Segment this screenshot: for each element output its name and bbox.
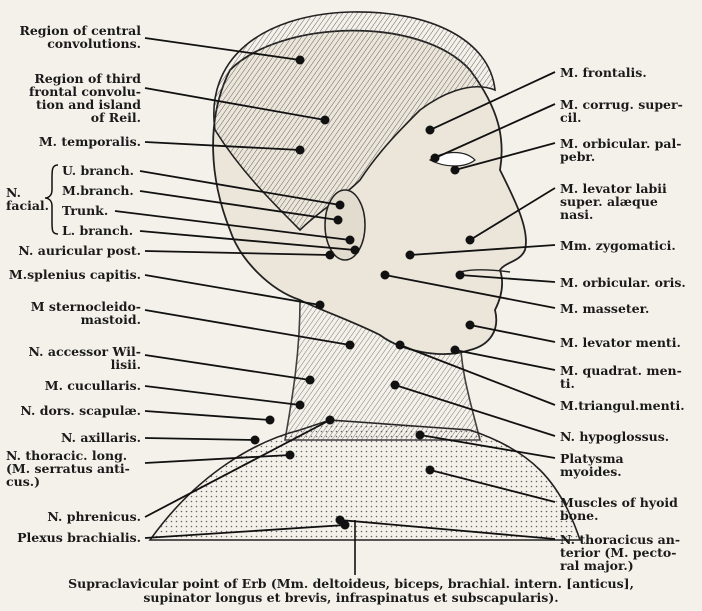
label-axillaris: N. axillaris. <box>61 431 141 444</box>
point-hypoglossus <box>391 381 400 390</box>
label-temporalis: M. temporalis. <box>39 135 141 148</box>
leader-line-axillaris <box>145 438 255 440</box>
label-splenius-capitis: M.splenius capitis. <box>9 268 141 281</box>
point-platysma <box>416 431 425 440</box>
point-temporalis <box>296 146 305 155</box>
leader-line-accessor-willisii <box>145 355 310 380</box>
point-dors-scapulae <box>266 416 275 425</box>
label-third-frontal: Region of third frontal convolu- tion an… <box>29 72 141 124</box>
label-levator-labii: M. levator labii super. alæque nasi. <box>560 182 667 221</box>
caption: Supraclavicular point of Erb (Mm. deltoi… <box>0 577 702 605</box>
point-accessor-willisii <box>306 376 315 385</box>
leader-line-quadrat-menti <box>455 350 555 370</box>
label-levator-menti: M. levator menti. <box>560 336 681 349</box>
label-facial-group: N. facial. <box>6 186 49 212</box>
label-orbicular-oris: M. orbicular. oris. <box>560 276 686 289</box>
point-central-convolutions <box>296 56 305 65</box>
label-sternocleidomastoid: M sternocleido- mastoid. <box>31 300 141 326</box>
point-auricular-post <box>326 251 335 260</box>
point-facial-u-branch <box>336 201 345 210</box>
caption-line-1: Supraclavicular point of Erb (Mm. deltoi… <box>0 577 702 591</box>
point-thoracic-long <box>286 451 295 460</box>
point-sternocleidomastoid <box>346 341 355 350</box>
point-facial-l-branch <box>351 246 360 255</box>
leader-line-dors-scapulae <box>145 411 270 420</box>
point-triangul-menti <box>396 341 405 350</box>
label-corrug-supercil: M. corrug. super- cil. <box>560 98 683 124</box>
point-thoracicus-anterior <box>336 516 345 525</box>
label-hyoid-muscles: Muscles of hyoid bone. <box>560 496 678 522</box>
label-plexus-brachialis: Plexus brachialis. <box>17 531 141 544</box>
label-thoracic-long: N. thoracic. long. (M. serratus anti- cu… <box>6 449 130 488</box>
point-levator-menti <box>466 321 475 330</box>
label-quadrat-menti: M. quadrat. men- ti. <box>560 364 682 390</box>
point-splenius-capitis <box>316 301 325 310</box>
label-facial-u-branch: U. branch. <box>62 164 134 177</box>
point-quadrat-menti <box>451 346 460 355</box>
point-frontalis <box>426 126 435 135</box>
leader-line-cucullaris <box>145 386 300 405</box>
label-dors-scapulae: N. dors. scapulæ. <box>20 404 141 417</box>
point-levator-labii <box>466 236 475 245</box>
point-orbicular-oris <box>456 271 465 280</box>
point-masseter <box>381 271 390 280</box>
label-hypoglossus: N. hypoglossus. <box>560 430 669 443</box>
label-thoracicus-anterior: N. thoracicus an- terior (M. pecto- ral … <box>560 533 680 572</box>
point-hyoid-muscles <box>426 466 435 475</box>
point-orbicular-palpebr <box>451 166 460 175</box>
label-auricular-post: N. auricular post. <box>18 244 141 257</box>
label-orbicular-palpebr: M. orbicular. pal- pebr. <box>560 137 681 163</box>
point-phrenicus <box>326 416 335 425</box>
label-accessor-willisii: N. accessor Wil- lisii. <box>29 345 141 371</box>
label-phrenicus: N. phrenicus. <box>47 510 141 523</box>
label-facial-m-branch: M.branch. <box>62 184 134 197</box>
point-third-frontal <box>321 116 330 125</box>
point-cucullaris <box>296 401 305 410</box>
label-facial-trunk: Trunk. <box>62 204 108 217</box>
point-facial-m-branch <box>334 216 343 225</box>
label-zygomatici: Mm. zygomatici. <box>560 239 676 252</box>
point-axillaris <box>251 436 260 445</box>
label-cucullaris: M. cucullaris. <box>45 379 141 392</box>
label-platysma: Platysma myoides. <box>560 452 624 478</box>
point-facial-trunk <box>346 236 355 245</box>
point-zygomatici <box>406 251 415 260</box>
label-facial-l-branch: L. branch. <box>62 224 133 237</box>
point-corrug-supercil <box>431 154 440 163</box>
caption-line-2: supinator longus et brevis, infraspinatu… <box>0 591 702 605</box>
label-triangul-menti: M.triangul.menti. <box>560 399 685 412</box>
label-central-convolutions: Region of central convolutions. <box>19 24 141 50</box>
label-frontalis: M. frontalis. <box>560 66 647 79</box>
label-masseter: M. masseter. <box>560 302 649 315</box>
